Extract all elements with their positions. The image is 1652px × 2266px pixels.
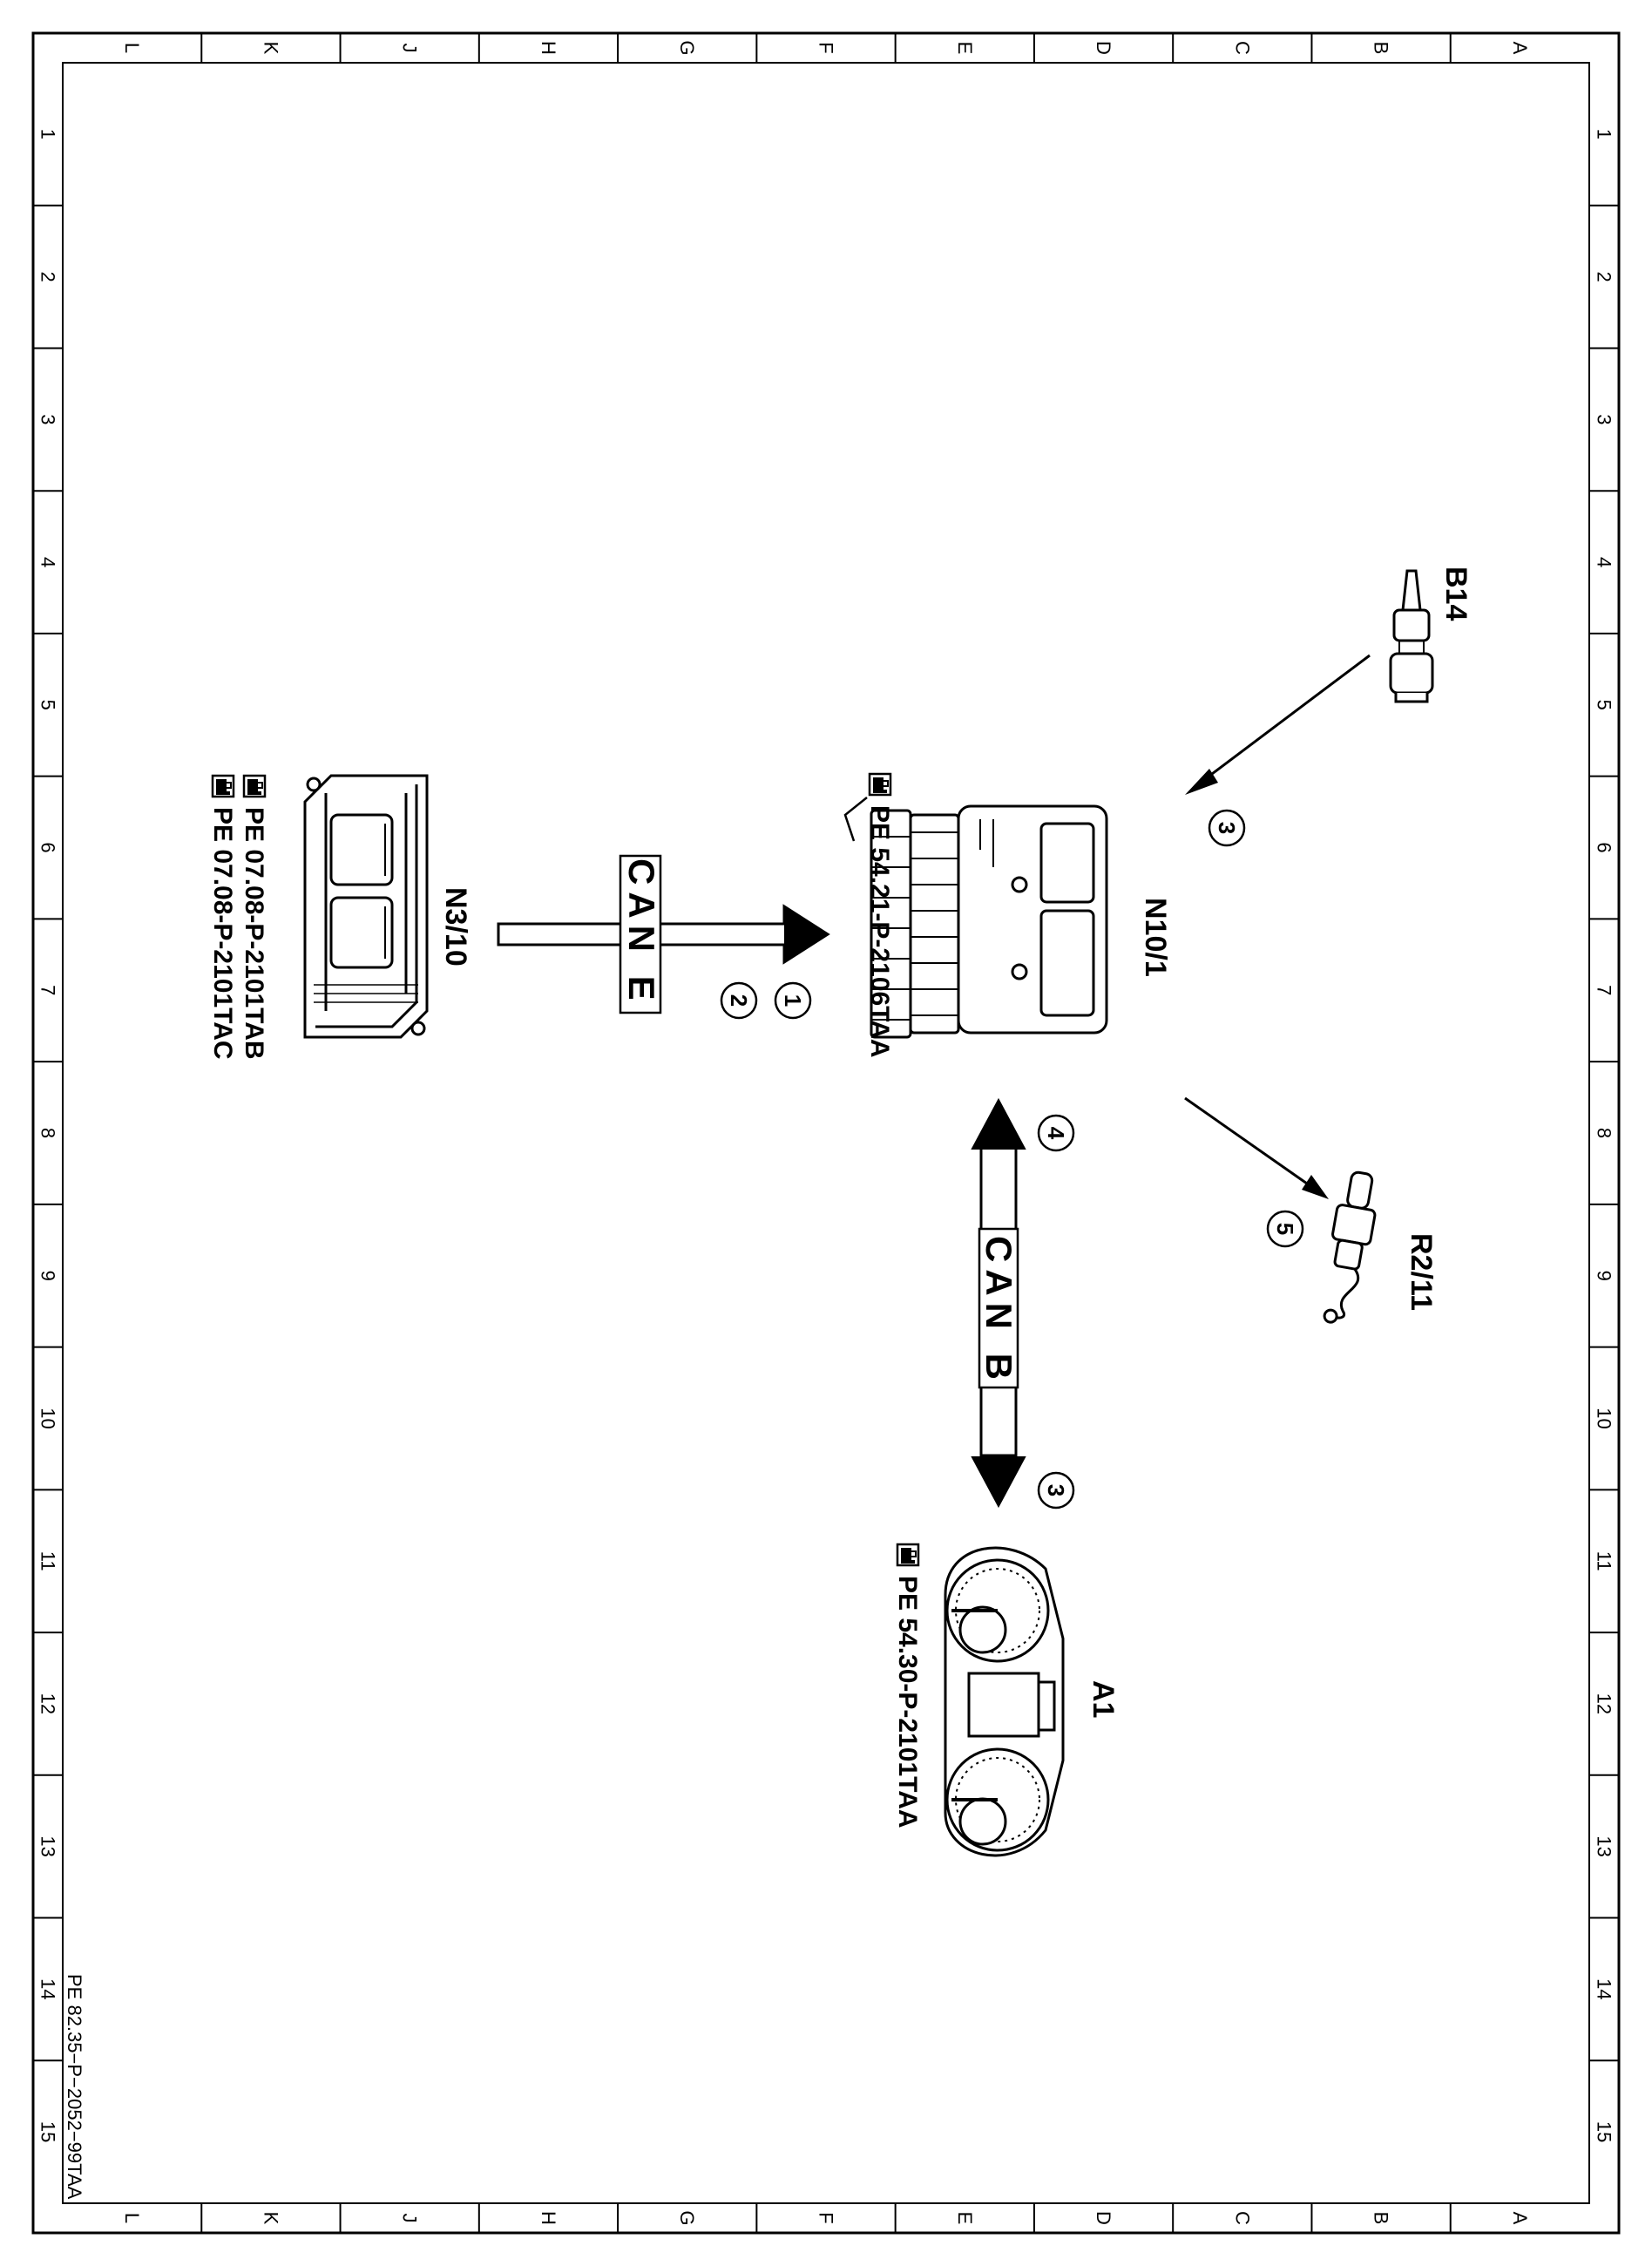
grid-row-label: 4 [37, 557, 59, 567]
b14-label: B14 [1439, 566, 1473, 621]
grid-row-label: 14 [37, 1978, 59, 1999]
a1-label: A1 [1087, 1680, 1120, 1718]
grid-column-label: B [1371, 42, 1392, 55]
grid-row-label: 1 [37, 129, 59, 139]
grid-row-label: 11 [1594, 1551, 1615, 1571]
svg-text:PE 54.30-P-2101TAA: PE 54.30-P-2101TAA [893, 1576, 922, 1828]
svg-text:4: 4 [1043, 1127, 1069, 1140]
n10-1-ref: PE 54.21-P-2106TAA [865, 772, 894, 1058]
svg-text:3: 3 [1043, 1484, 1069, 1496]
svg-text:5: 5 [1272, 1223, 1298, 1235]
svg-text:PE 54.21-P-2106TAA: PE 54.21-P-2106TAA [865, 805, 894, 1058]
callout-3-can-b: 3 [1037, 1471, 1075, 1510]
pointing-hand-icon [211, 774, 235, 798]
grid-column-label: L [121, 43, 143, 53]
callout-5: 5 [1266, 1210, 1304, 1248]
n10-1-label: N10/1 [1139, 898, 1172, 977]
grid-row-label: 14 [1594, 1978, 1615, 1999]
grid-row-label: 9 [37, 1271, 59, 1281]
grid-column-label: L [121, 2213, 143, 2223]
svg-text:PE 07.08-P-2101TAC: PE 07.08-P-2101TAC [208, 807, 237, 1060]
grid-row-label: 12 [37, 1693, 59, 1714]
r2-11-arrow [1184, 1096, 1329, 1199]
b14-arrow [1185, 654, 1371, 795]
r2-11-label: R2/11 [1405, 1233, 1438, 1311]
grid-column-label: J [399, 44, 421, 53]
pointing-hand-icon [868, 772, 892, 797]
svg-text:3: 3 [1214, 822, 1240, 834]
grid-column-label: A [1509, 42, 1531, 55]
grid-row-label: 2 [1594, 271, 1615, 282]
svg-text:2: 2 [726, 994, 752, 1007]
grid-row-label: 3 [37, 414, 59, 424]
n10-1-module-icon [843, 797, 1108, 1039]
grid-column-label: H [538, 2211, 559, 2225]
grid-column-label: G [676, 40, 698, 55]
grid-row-label: 3 [1594, 414, 1615, 424]
grid-row-label: 2 [37, 271, 59, 282]
grid-row-label: 15 [37, 2121, 59, 2142]
grid-row-label: 1 [1594, 129, 1615, 139]
grid-row-label: 12 [1594, 1693, 1615, 1714]
svg-text:1: 1 [780, 994, 806, 1007]
grid-row-label: 15 [1594, 2121, 1615, 2142]
grid-column-label: G [676, 2210, 698, 2225]
can-e-arrow [497, 854, 830, 1014]
n3-10-ref-2: PE 07.08-P-2101TAC [208, 774, 237, 1060]
grid-row-label: 5 [1594, 700, 1615, 710]
b14-sensor-icon [1389, 569, 1434, 703]
grid-column-label: K [260, 42, 281, 55]
grid-row-label: 8 [37, 1128, 59, 1138]
grid-row-label: 9 [1594, 1271, 1615, 1281]
a1-instrument-cluster-icon [944, 1546, 1065, 1857]
grid-column-label: K [260, 2212, 281, 2225]
callout-3-b14: 3 [1208, 809, 1246, 847]
pointing-hand-icon [242, 774, 267, 798]
grid-row-label: 5 [37, 700, 59, 710]
grid-column-label: A [1509, 2212, 1531, 2225]
grid-column-label: B [1371, 2212, 1392, 2225]
callout-1: 1 [774, 981, 812, 1020]
n3-10-control-unit-icon [303, 774, 429, 1039]
a1-ref: PE 54.30-P-2101TAA [893, 1543, 922, 1828]
grid-row-label: 8 [1594, 1128, 1615, 1138]
can-e-label: CAN E [621, 858, 662, 1007]
grid-column-label: C [1231, 41, 1253, 55]
svg-text:PE 07.08-P-2101TAB: PE 07.08-P-2101TAB [240, 807, 268, 1060]
grid-column-label: C [1231, 2211, 1253, 2225]
pointing-hand-icon [896, 1543, 920, 1567]
document-id: PE 82.35−P−2052−99TAA [64, 1974, 85, 2200]
callout-4: 4 [1037, 1114, 1075, 1152]
grid-column-label: J [399, 2214, 421, 2223]
callout-2: 2 [720, 981, 758, 1020]
grid-row-label: 13 [1594, 1835, 1615, 1856]
grid-column-label: D [1093, 41, 1114, 55]
can-b-label: CAN B [978, 1236, 1019, 1387]
grid-row-label: 7 [37, 985, 59, 995]
can-b-arrow [971, 1097, 1026, 1509]
n3-10-ref-1: PE 07.08-P-2101TAB [240, 774, 268, 1060]
grid-row-label: 10 [37, 1408, 59, 1428]
grid-column-label: D [1093, 2211, 1114, 2225]
r2-11-heater-icon [1323, 1170, 1377, 1324]
grid-row-label: 11 [37, 1551, 59, 1571]
grid-column-label: E [954, 42, 976, 55]
grid-row-label: 10 [1594, 1408, 1615, 1428]
grid-column-label: F [816, 2212, 837, 2223]
grid-row-label: 6 [1594, 842, 1615, 852]
grid-column-label: H [538, 41, 559, 55]
grid-row-label: 6 [37, 842, 59, 852]
grid-column-label: E [954, 2212, 976, 2225]
grid-column-label: F [816, 42, 837, 53]
grid-row-label: 7 [1594, 985, 1615, 995]
n3-10-label: N3/10 [439, 887, 472, 967]
grid-row-label: 4 [1594, 557, 1615, 567]
grid-row-label: 13 [37, 1835, 59, 1856]
